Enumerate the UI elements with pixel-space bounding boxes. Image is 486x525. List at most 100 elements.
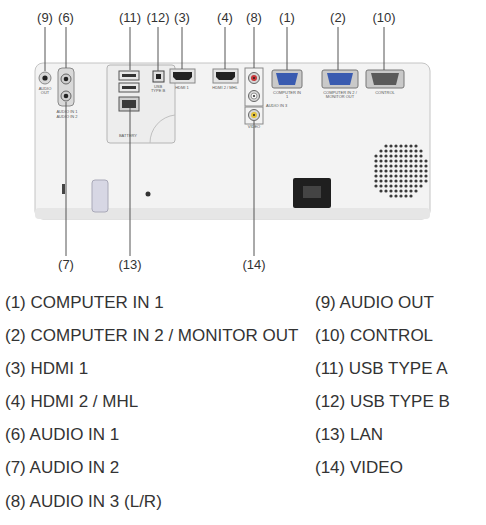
grille-hole xyxy=(394,174,397,177)
grille-hole xyxy=(419,184,422,187)
port-label: AUDIO IN 2 xyxy=(56,115,78,119)
legend-item: (12) USB TYPE B xyxy=(315,392,450,412)
grille-hole xyxy=(399,154,402,157)
grille-hole xyxy=(374,174,377,177)
port-label: AUDIO IN 3 xyxy=(266,104,287,108)
legend-item: (6) AUDIO IN 1 xyxy=(5,425,119,445)
audio-jack xyxy=(61,74,71,84)
grille-hole xyxy=(379,189,382,192)
grille-hole xyxy=(384,149,387,152)
leader-lines xyxy=(45,27,384,256)
grille-hole xyxy=(409,194,412,197)
rca-jack xyxy=(249,73,260,84)
rear-panel xyxy=(35,63,430,219)
usb-a-tongue xyxy=(122,74,136,77)
grille-hole xyxy=(374,154,377,157)
grille-hole xyxy=(409,149,412,152)
vga-port xyxy=(276,73,298,85)
grille-hole xyxy=(409,164,412,167)
grille-hole xyxy=(384,174,387,177)
legend-item: (11) USB TYPE A xyxy=(315,359,448,379)
grille-hole xyxy=(414,149,417,152)
grille-hole xyxy=(384,164,387,167)
grille-hole xyxy=(389,189,392,192)
rca-jack xyxy=(249,91,260,102)
legend-item: (7) AUDIO IN 2 xyxy=(5,458,119,478)
grille-hole xyxy=(384,179,387,182)
grille-hole xyxy=(384,154,387,157)
grille-hole xyxy=(399,174,402,177)
callout-number: (1) xyxy=(279,10,295,26)
grille-hole xyxy=(389,149,392,152)
grille-hole xyxy=(389,159,392,162)
grille-hole xyxy=(399,159,402,162)
grille-hole xyxy=(389,184,392,187)
grille-hole xyxy=(394,144,397,147)
grille-hole xyxy=(399,149,402,152)
grille-hole xyxy=(394,179,397,182)
grille-hole xyxy=(414,144,417,147)
grille-hole xyxy=(399,194,402,197)
grille-hole xyxy=(409,179,412,182)
callout-number: (13) xyxy=(118,257,141,273)
leader-line xyxy=(130,27,131,70)
grille-hole xyxy=(374,184,377,187)
leader-line xyxy=(384,27,385,70)
callout-number: (6) xyxy=(58,10,74,26)
leader-line xyxy=(254,121,255,256)
grille-hole xyxy=(414,169,417,172)
hdmi-port xyxy=(173,72,192,80)
grille-hole xyxy=(389,164,392,167)
usb-a-port xyxy=(119,71,139,80)
grille-hole xyxy=(399,189,402,192)
grille-hole xyxy=(389,194,392,197)
grille-hole xyxy=(389,179,392,182)
grille-hole xyxy=(409,144,412,147)
grille-hole xyxy=(404,174,407,177)
grille-hole xyxy=(379,164,382,167)
grille-hole xyxy=(389,144,392,147)
grille-hole xyxy=(424,179,427,182)
leader-line xyxy=(225,27,226,69)
grille-hole xyxy=(409,189,412,192)
grille-hole xyxy=(404,164,407,167)
port-label: AUDIO OUT xyxy=(37,87,53,95)
grille-hole xyxy=(399,169,402,172)
grille-hole xyxy=(394,159,397,162)
grille-hole xyxy=(379,159,382,162)
grille-hole xyxy=(414,164,417,167)
grille-hole xyxy=(424,159,427,162)
grille-hole xyxy=(409,184,412,187)
foot xyxy=(92,180,108,212)
callout-number: (10) xyxy=(372,10,395,26)
leader-line xyxy=(287,27,288,70)
leader-line xyxy=(338,27,339,70)
hdmi-frame xyxy=(170,69,195,83)
vga-port xyxy=(327,73,353,85)
grille-hole xyxy=(404,159,407,162)
legend-item: (14) VIDEO xyxy=(315,458,403,478)
grille-hole xyxy=(384,159,387,162)
audio-jack-hole xyxy=(64,94,69,99)
hdmi-port xyxy=(216,72,235,80)
vga-shell xyxy=(272,70,302,88)
port-label: HDMI 2 / MHL xyxy=(210,86,240,90)
grille-hole xyxy=(404,169,407,172)
rca-pin xyxy=(253,77,255,79)
callout-number: (14) xyxy=(242,257,265,273)
grille-hole xyxy=(379,149,382,152)
grille-hole xyxy=(399,179,402,182)
leader-line xyxy=(158,27,159,71)
legend-item: (2) COMPUTER IN 2 / MONITOR OUT xyxy=(5,326,298,346)
grille-hole xyxy=(394,169,397,172)
rca-pin xyxy=(253,95,255,97)
rca-yellow xyxy=(251,112,257,118)
grille-hole xyxy=(384,184,387,187)
port-label: COMPUTER IN 2 / MONITOR OUT xyxy=(323,91,357,99)
grille-hole xyxy=(394,164,397,167)
audio-jack xyxy=(39,72,51,84)
grille-hole xyxy=(419,154,422,157)
serial-shell xyxy=(366,70,404,88)
grille-hole xyxy=(404,154,407,157)
